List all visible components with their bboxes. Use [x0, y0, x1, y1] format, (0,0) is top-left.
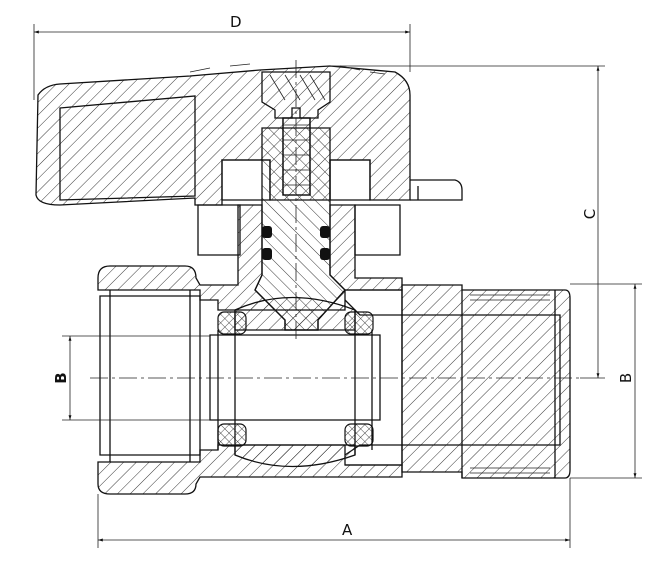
dimension-a-label: A	[342, 521, 353, 539]
dimension-b-right-label: B	[617, 373, 635, 383]
dimension-a: A	[97, 478, 571, 548]
dimension-c-label: C	[581, 209, 599, 219]
dimension-d-label: D	[230, 13, 242, 31]
seat-ring-bottom-left	[217, 423, 247, 447]
seat-ring-top-right	[344, 311, 374, 335]
dimension-b-right: B	[570, 283, 642, 479]
dimension-c: C	[330, 65, 605, 379]
seat-ring-bottom-right	[344, 423, 374, 447]
dimension-b-left: B	[52, 335, 210, 421]
lever-handle	[35, 63, 463, 206]
ball-and-seats	[209, 296, 381, 468]
stem-o-rings	[262, 226, 330, 260]
end-connector	[344, 284, 571, 479]
dimension-d: D	[33, 13, 411, 100]
seat-ring-top-left	[217, 311, 247, 335]
dimension-b-left-label: B	[52, 372, 70, 383]
